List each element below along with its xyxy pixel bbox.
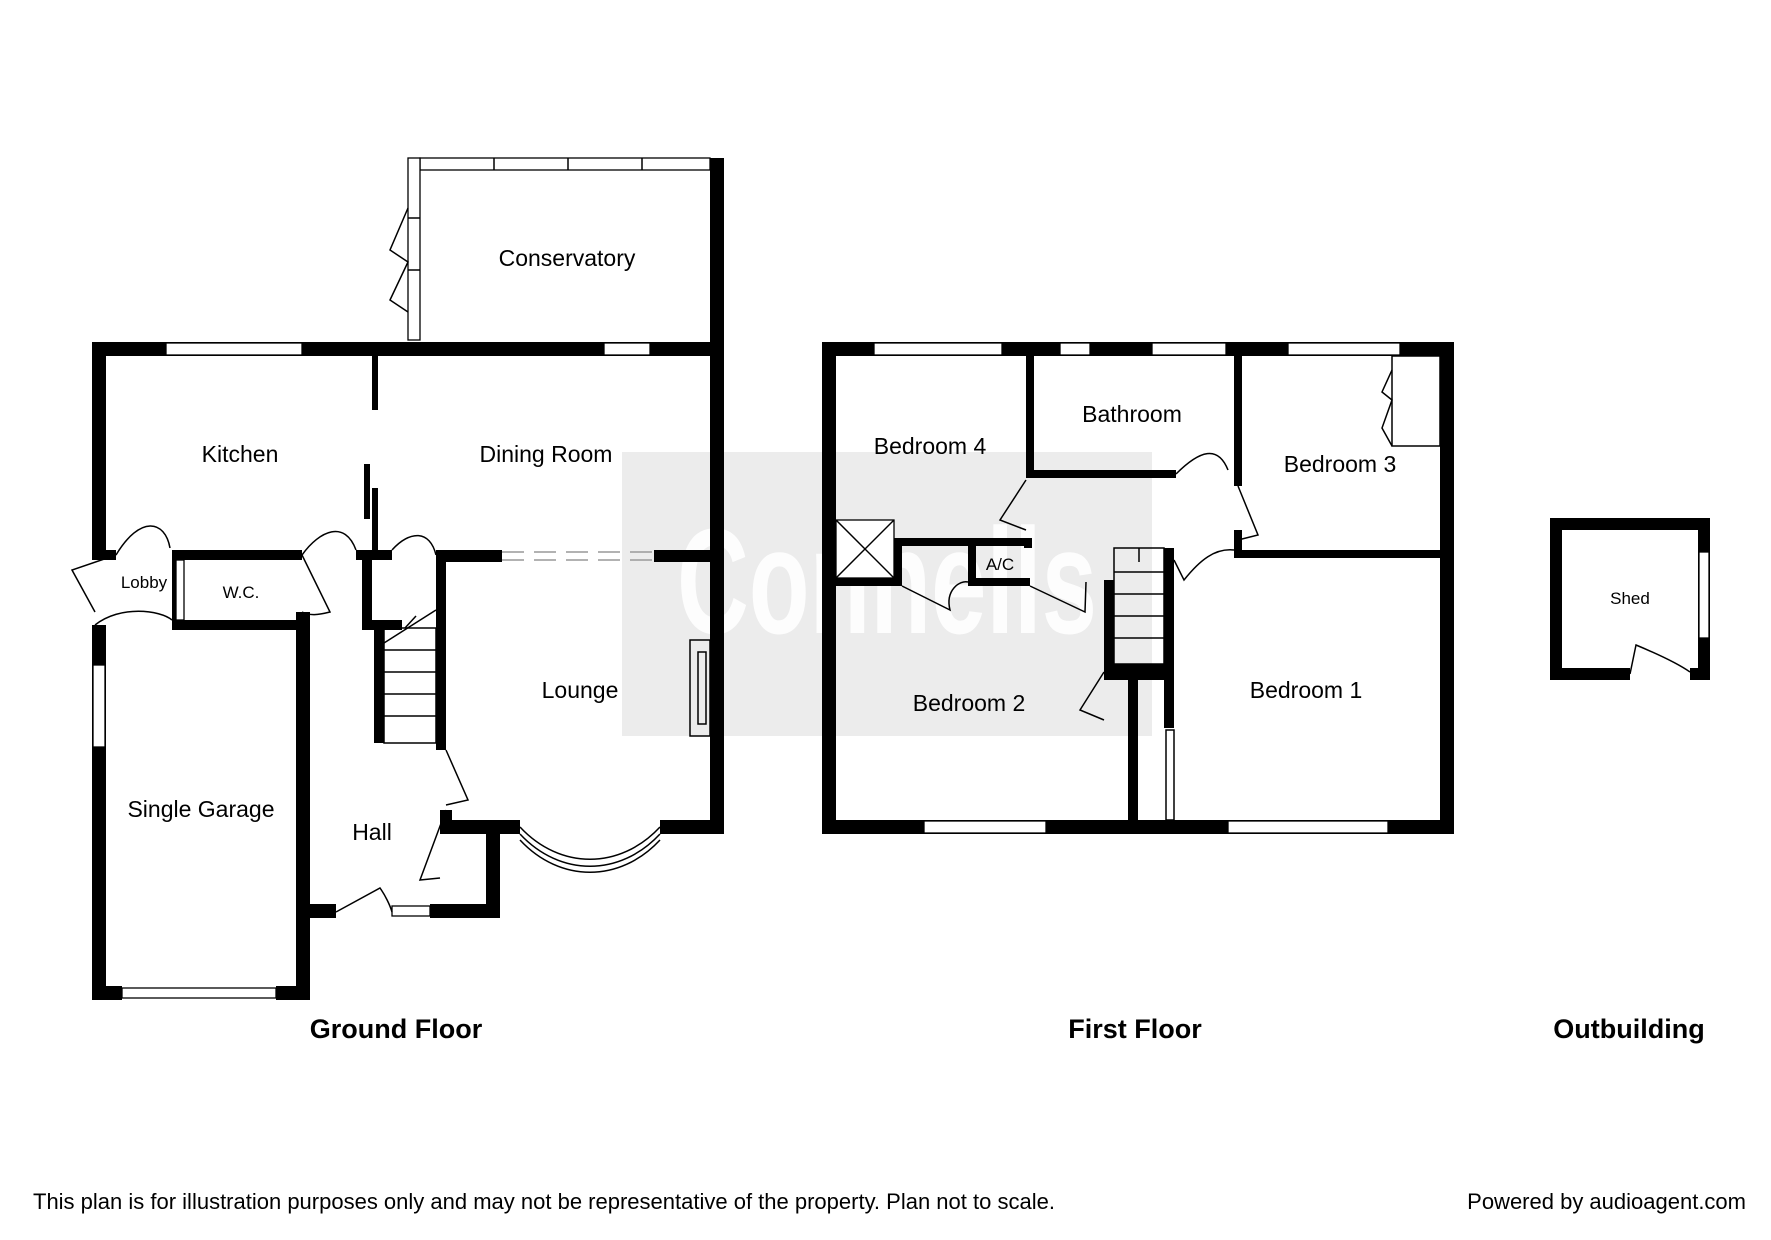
hall-window	[391, 905, 431, 917]
ground-floor-plan	[70, 157, 724, 1000]
room-lobby: Lobby	[121, 573, 168, 592]
room-bedroom-4: Bedroom 4	[874, 433, 987, 459]
outbuilding-label: Outbuilding	[1553, 1014, 1704, 1044]
room-bathroom: Bathroom	[1082, 401, 1182, 427]
room-wc: W.C.	[223, 583, 260, 602]
garage-side-window	[92, 664, 106, 748]
room-hall: Hall	[352, 819, 392, 845]
room-bedroom-2: Bedroom 2	[913, 690, 1026, 716]
room-single-garage: Single Garage	[127, 796, 274, 822]
garage-door	[121, 987, 277, 999]
dining-window	[603, 342, 651, 356]
powered-by-text: Powered by audioagent.com	[1467, 1189, 1746, 1214]
room-dining: Dining Room	[480, 441, 613, 467]
watermark: Connells	[622, 452, 1152, 736]
outbuilding-plan	[1550, 518, 1710, 680]
kitchen-window	[165, 342, 303, 356]
conservatory-walls	[407, 157, 724, 348]
first-floor-label: First Floor	[1068, 1014, 1202, 1044]
room-bedroom-3: Bedroom 3	[1284, 451, 1397, 477]
disclaimer-text: This plan is for illustration purposes o…	[33, 1189, 1055, 1214]
room-conservatory: Conservatory	[499, 245, 636, 271]
room-bedroom-1: Bedroom 1	[1250, 677, 1363, 703]
ground-floor-label: Ground Floor	[310, 1014, 483, 1044]
room-shed: Shed	[1610, 589, 1650, 608]
room-kitchen: Kitchen	[202, 441, 279, 467]
room-ac: A/C	[986, 555, 1014, 574]
first-floor-plan	[822, 342, 1454, 834]
ground-stairs	[374, 562, 446, 750]
room-lounge: Lounge	[542, 677, 619, 703]
